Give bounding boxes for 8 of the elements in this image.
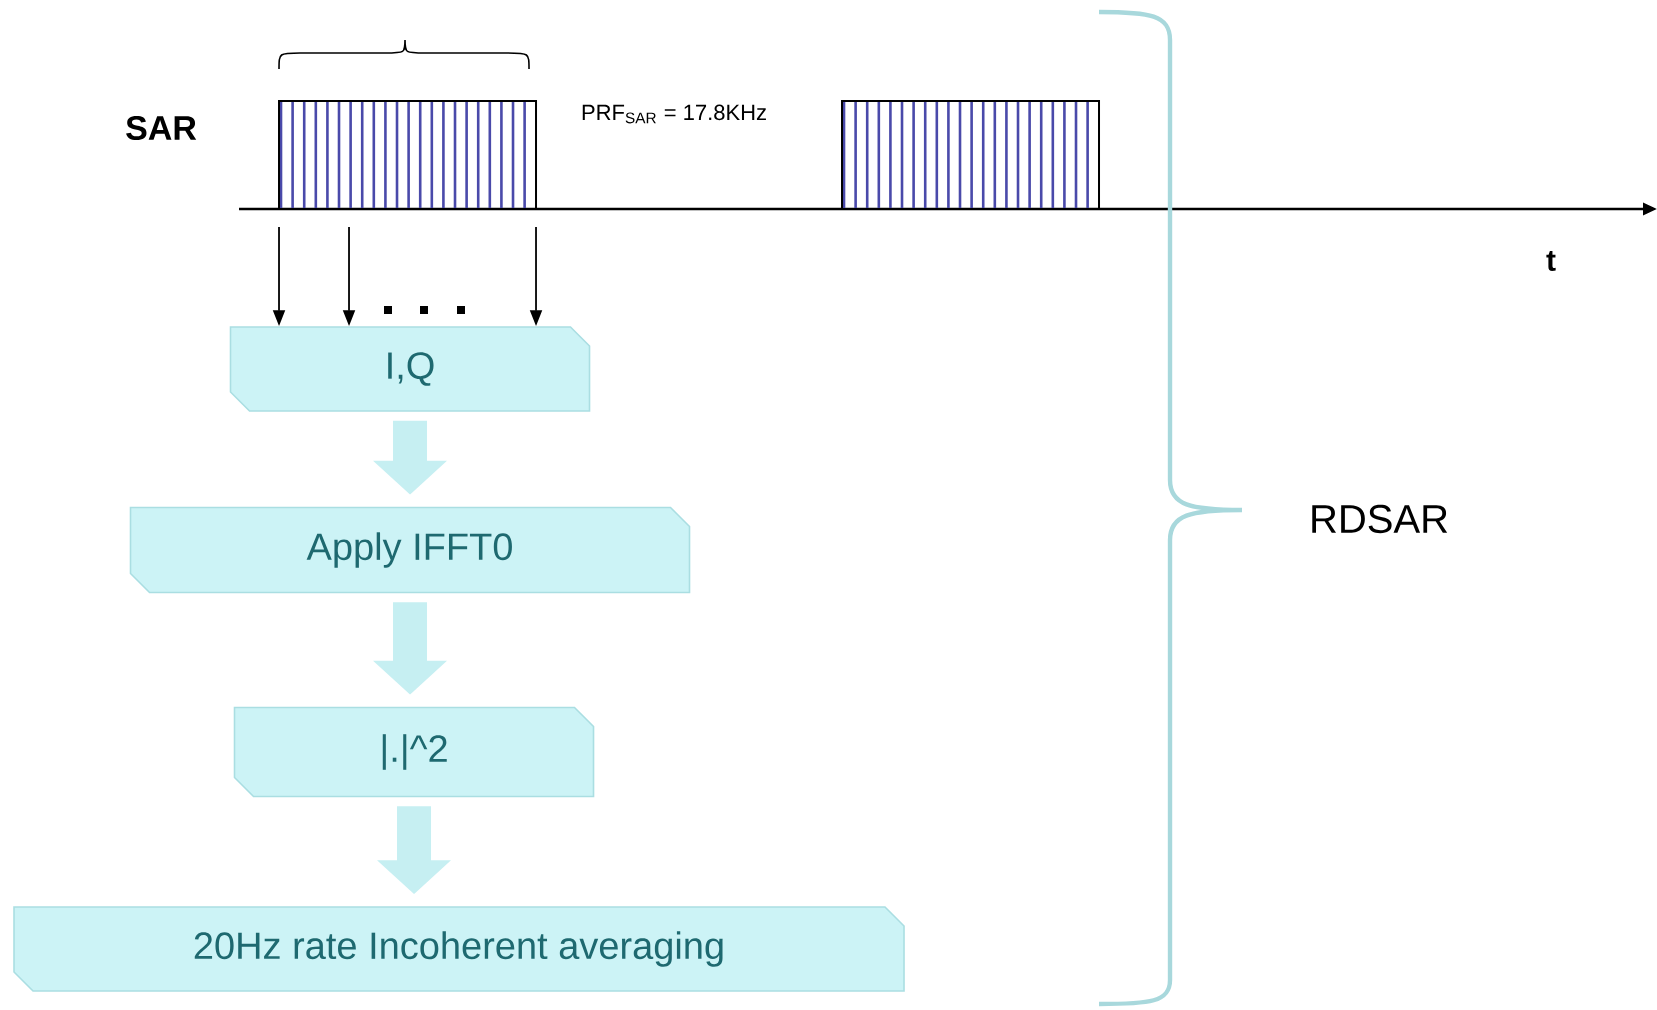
frequency-label: PRF$_{SAR}$ = 17.8KHz [582,104,766,124]
process-box: |.|^2 [233,706,595,798]
process-box: Apply IFFT0 [129,506,691,594]
bracket-label: RDSAR [1312,504,1448,534]
process-box: 20Hz rate Incoherent averaging [13,906,905,992]
process-box: I,Q [229,326,591,412]
axis-label: SAR [126,115,197,141]
axis-label: t [1546,251,1556,271]
